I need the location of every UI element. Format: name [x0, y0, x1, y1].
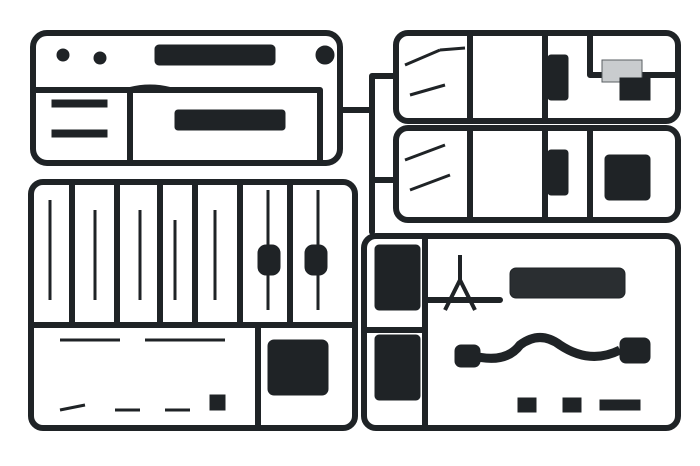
part-footrest: [517, 397, 537, 413]
part-lever: [404, 46, 466, 97]
part-rods: [48, 190, 320, 342]
part-axle: [154, 44, 276, 66]
part-lever: [404, 143, 451, 192]
part-box: [604, 154, 651, 201]
part-bracket: [599, 399, 641, 411]
part-block: [547, 54, 569, 101]
part-wheel: [93, 51, 107, 65]
frame-bottom-right-dividers: [361, 233, 503, 431]
frame-top-right-1-dividers: [467, 30, 681, 124]
part-box: [619, 77, 651, 101]
frame-top-right-2-dividers: [467, 125, 593, 223]
part-lamp: [315, 45, 335, 65]
part-muffler: [619, 337, 651, 364]
part-block: [547, 149, 569, 196]
frame-top-right-2: [393, 125, 681, 223]
part-footrest: [562, 397, 582, 413]
part-seat: [374, 334, 421, 401]
part-wheel: [56, 48, 70, 62]
part-small-parts: [59, 403, 190, 412]
frame-top-left-dividers: [30, 84, 323, 166]
frame-bottom-left-dividers: [28, 179, 358, 431]
frame-top-left: [30, 30, 343, 166]
part-exhaust: [468, 333, 623, 363]
part-muffler: [454, 344, 481, 368]
part-kickstand: [443, 255, 477, 311]
part-bar: [51, 129, 108, 138]
part-radiator: [267, 339, 329, 396]
part-bar: [51, 99, 108, 108]
part-engine-block: [509, 267, 626, 299]
part-small-block: [209, 394, 226, 411]
runner-center: [337, 73, 399, 235]
part-shock: [304, 244, 328, 276]
part-seat-frame: [174, 109, 286, 131]
part-seat: [374, 244, 421, 311]
